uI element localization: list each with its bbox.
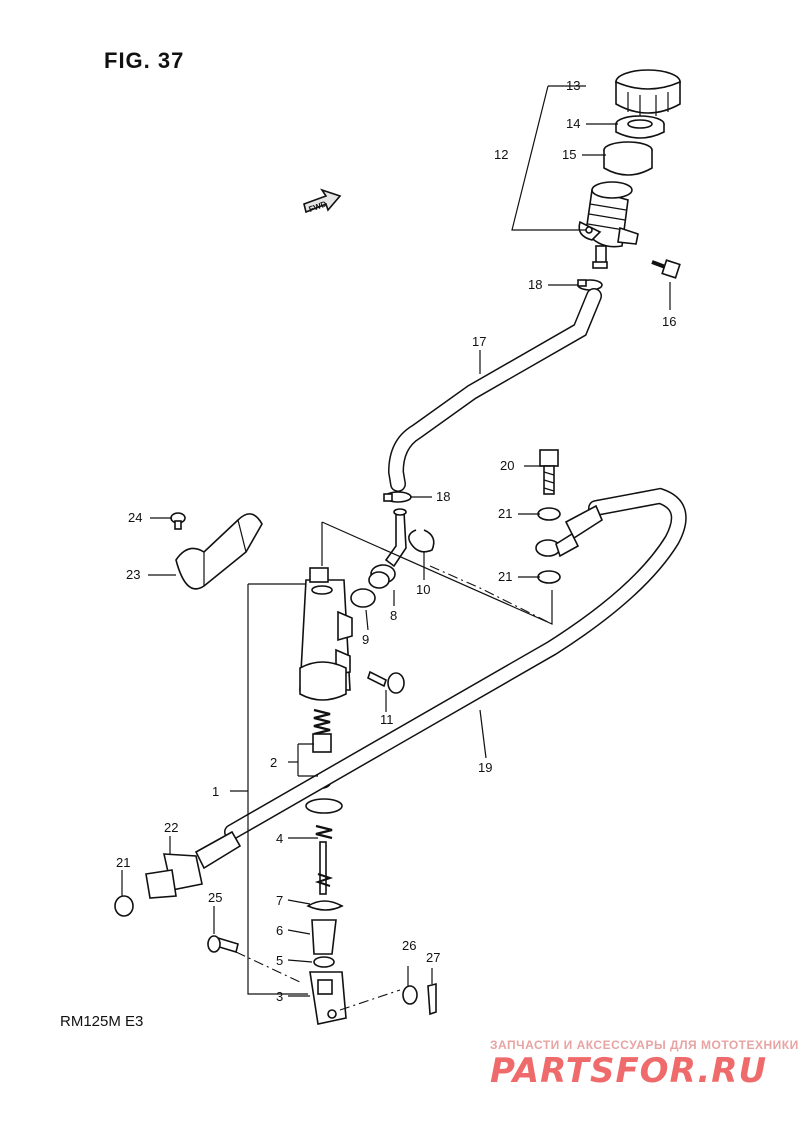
callout-3: 3 <box>276 989 283 1004</box>
pin-25[interactable] <box>207 935 239 954</box>
hose-clamp-lower[interactable] <box>383 491 412 503</box>
callout-18-upper: 18 <box>528 277 542 292</box>
callout-2: 2 <box>270 755 277 770</box>
callout-15: 15 <box>562 147 576 162</box>
boot-6[interactable] <box>311 919 337 955</box>
reservoir-cap[interactable] <box>615 69 681 116</box>
callout-13: 13 <box>566 78 580 93</box>
clip-7[interactable] <box>306 900 344 911</box>
callout-25: 25 <box>208 890 222 905</box>
plate-14[interactable] <box>615 115 665 139</box>
bracket-23[interactable] <box>175 513 263 590</box>
leader-lines <box>121 85 671 1011</box>
washer-21-left[interactable] <box>114 895 134 917</box>
callout-12: 12 <box>494 147 508 162</box>
banjo-fitting-upper[interactable] <box>535 532 580 558</box>
pushrod[interactable] <box>314 824 334 895</box>
callout-8: 8 <box>390 608 397 623</box>
callout-7: 7 <box>276 893 283 908</box>
o-ring-9[interactable] <box>350 588 376 608</box>
callout-21-left: 21 <box>116 855 130 870</box>
watermark-logo: PARTSFOR.RU <box>490 1051 768 1091</box>
union-bolt-20[interactable] <box>539 449 559 495</box>
callout-18-lower: 18 <box>436 489 450 504</box>
callout-21-upper: 21 <box>498 506 512 521</box>
bolt-24[interactable] <box>170 512 186 530</box>
bolt-16[interactable] <box>651 259 681 279</box>
watermark-tagline: ЗАПЧАСТИ И АКСЕССУАРЫ ДЛЯ МОТОТЕХНИКИ <box>490 1038 799 1052</box>
hose-fitting-22[interactable] <box>145 853 203 899</box>
callout-11: 11 <box>380 712 394 727</box>
master-cylinder-body[interactable] <box>299 567 353 701</box>
callout-9: 9 <box>362 632 369 647</box>
callout-5: 5 <box>276 953 283 968</box>
reservoir-assembly <box>578 69 681 279</box>
diaphragm-15[interactable] <box>603 141 653 176</box>
bolt-11[interactable] <box>367 670 405 694</box>
washer-upper[interactable] <box>305 798 343 814</box>
callout-23: 23 <box>126 567 140 582</box>
cotter-pin-27[interactable] <box>427 982 437 1016</box>
callout-4: 4 <box>276 831 283 846</box>
callout-1: 1 <box>212 784 219 799</box>
washer-26[interactable] <box>402 985 418 1005</box>
callout-6: 6 <box>276 923 283 938</box>
brake-hose[interactable] <box>194 487 687 870</box>
callout-16: 16 <box>662 314 676 329</box>
washer-21-upper[interactable] <box>537 507 561 521</box>
hose-joint[interactable] <box>368 508 407 589</box>
fwd-arrow: FWD <box>303 188 342 214</box>
reservoir-hose[interactable] <box>387 288 602 492</box>
callout-17: 17 <box>472 334 486 349</box>
callout-24: 24 <box>128 510 142 525</box>
callout-20: 20 <box>500 458 514 473</box>
callout-21-lower: 21 <box>498 569 512 584</box>
callout-labels: 13 14 12 15 16 18 17 18 20 21 21 10 8 9 … <box>116 78 676 1004</box>
callout-27: 27 <box>426 950 440 965</box>
callout-19: 19 <box>478 760 492 775</box>
figure-title: FIG. 37 <box>104 48 185 73</box>
callout-26: 26 <box>402 938 416 953</box>
callout-14: 14 <box>566 116 580 131</box>
callout-22: 22 <box>164 820 178 835</box>
callout-10: 10 <box>416 582 430 597</box>
nut-5[interactable] <box>313 956 335 968</box>
model-code: RM125M E3 <box>60 1013 144 1030</box>
washer-21-lower[interactable] <box>537 570 561 584</box>
circlip-10[interactable] <box>408 529 435 553</box>
hose-clamp-upper[interactable] <box>577 279 603 291</box>
clevis[interactable] <box>309 971 347 1025</box>
reservoir-body[interactable] <box>578 181 639 269</box>
